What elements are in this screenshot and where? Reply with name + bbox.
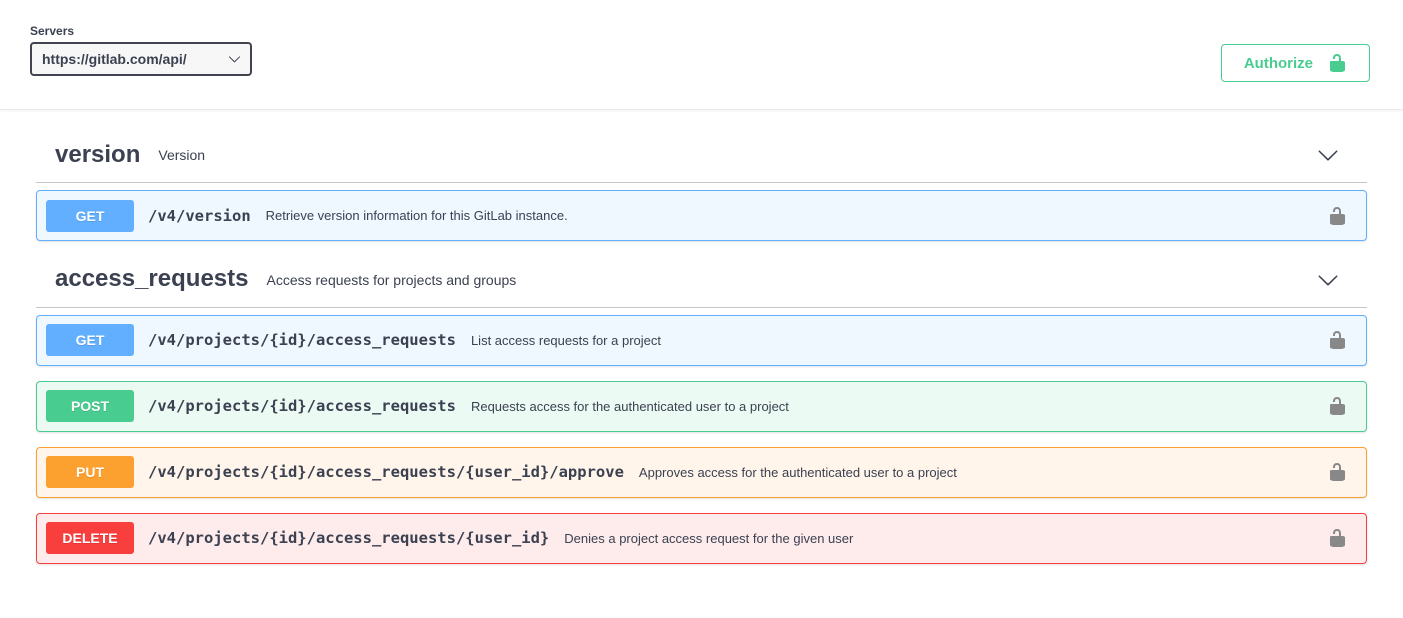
authorize-button[interactable]: Authorize	[1220, 44, 1370, 82]
authorize-label: Authorize	[1243, 54, 1313, 72]
auth-lock-button[interactable]	[1327, 528, 1347, 548]
section-description: Access requests for projects and groups	[266, 271, 517, 288]
chevron-down-icon[interactable]	[1317, 144, 1339, 166]
operations-list: GET /v4/version Retrieve version informa…	[36, 183, 1367, 242]
operation-summary: Retrieve version information for this Gi…	[265, 208, 568, 224]
auth-lock-button[interactable]	[1327, 462, 1347, 482]
operation-path: /v4/projects/{id}/access_requests/{user_…	[148, 463, 624, 482]
api-section: version Version GET /v4/version Retrieve…	[36, 132, 1367, 242]
operation-path: /v4/projects/{id}/access_requests	[148, 397, 456, 416]
operation-summary: List access requests for a project	[470, 332, 661, 348]
unlock-icon	[1327, 396, 1347, 416]
operation-path: /v4/projects/{id}/access_requests/{user_…	[148, 529, 550, 548]
method-badge: POST	[46, 390, 134, 423]
method-badge: GET	[46, 324, 134, 357]
section-title: version	[55, 141, 141, 168]
section-description: Version	[158, 147, 206, 164]
auth-lock-button[interactable]	[1327, 396, 1347, 416]
section-title: access_requests	[55, 265, 249, 293]
api-sections: version Version GET /v4/version Retrieve…	[0, 110, 1403, 564]
servers-label: Servers	[30, 24, 75, 38]
server-select[interactable]: https://gitlab.com/api/	[30, 42, 252, 76]
operation-path: /v4/version	[148, 206, 251, 225]
operations-list: GET /v4/projects/{id}/access_requests Li…	[36, 308, 1367, 564]
scheme-container: Servers https://gitlab.com/api/ Authoriz…	[0, 0, 1403, 110]
operation-row[interactable]: DELETE /v4/projects/{id}/access_requests…	[36, 512, 1367, 564]
servers-block: Servers https://gitlab.com/api/	[30, 24, 1370, 76]
operation-row[interactable]: PUT /v4/projects/{id}/access_requests/{u…	[36, 446, 1367, 498]
operation-path: /v4/projects/{id}/access_requests	[148, 331, 456, 350]
chevron-down-icon[interactable]	[1317, 269, 1339, 291]
unlock-icon	[1327, 53, 1347, 73]
operation-summary: Denies a project access request for the …	[564, 530, 854, 546]
operation-row[interactable]: GET /v4/version Retrieve version informa…	[36, 190, 1367, 242]
method-badge: DELETE	[46, 522, 134, 555]
unlock-icon	[1327, 462, 1347, 482]
section-header[interactable]: access_requests Access requests for proj…	[36, 256, 1367, 308]
swagger-ui-page: Servers https://gitlab.com/api/ Authoriz…	[0, 0, 1403, 564]
operation-summary: Requests access for the authenticated us…	[470, 398, 789, 414]
unlock-icon	[1327, 528, 1347, 548]
auth-lock-button[interactable]	[1327, 330, 1347, 350]
method-badge: PUT	[46, 456, 134, 489]
auth-lock-button[interactable]	[1327, 206, 1347, 226]
section-header[interactable]: version Version	[36, 132, 1367, 184]
server-select-wrapper: https://gitlab.com/api/	[30, 42, 252, 76]
unlock-icon	[1327, 330, 1347, 350]
operation-row[interactable]: POST /v4/projects/{id}/access_requests R…	[36, 380, 1367, 432]
operation-summary: Approves access for the authenticated us…	[638, 464, 957, 480]
api-section: access_requests Access requests for proj…	[36, 256, 1367, 564]
unlock-icon	[1327, 206, 1347, 226]
operation-row[interactable]: GET /v4/projects/{id}/access_requests Li…	[36, 314, 1367, 366]
method-badge: GET	[46, 199, 134, 232]
